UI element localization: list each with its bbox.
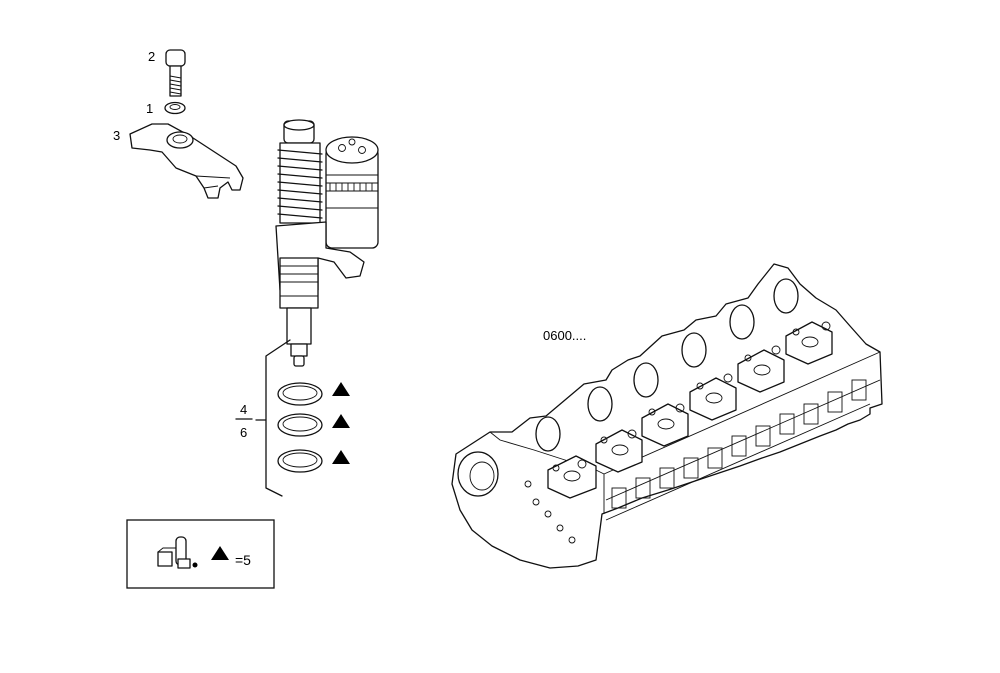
callout-seal-range-bottom: 6 [240,425,247,440]
callout-washer: 1 [146,101,153,116]
callout-screw: 2 [148,49,155,64]
callout-cylinder-head: 0600.... [543,328,586,343]
triangle-icon [332,450,350,464]
clamp-bracket-part [129,123,244,199]
triangle-icon [332,382,350,396]
triangle-icon [211,546,229,560]
kit-quantity-label: =5 [235,552,251,568]
washer-part [164,101,186,115]
callout-bracket: 3 [113,128,120,143]
screw-part [165,49,186,97]
triangle-icon [332,414,350,428]
group-bracket-line [255,339,291,497]
cylinder-head-part [451,263,883,569]
seal-ring-group [277,382,323,473]
kit-legend-box: =5 [126,519,275,589]
callout-seal-range-top: 4 [240,402,247,417]
unit-injector-part [275,119,379,367]
